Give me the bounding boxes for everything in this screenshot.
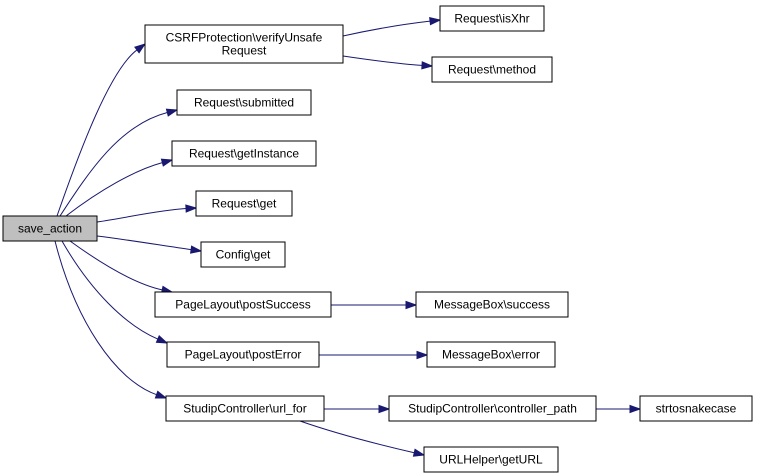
edge-arrowhead (165, 108, 179, 117)
node-mberror[interactable]: MessageBox\error (426, 341, 556, 368)
edge-line (342, 55, 423, 66)
node-box (171, 140, 317, 167)
edge-save_action-to-csrf (56, 43, 147, 217)
edge-arrowhead (185, 204, 198, 213)
edge-save_action-to-urlfor (54, 240, 168, 399)
edge-arrowhead (154, 390, 168, 399)
node-box (639, 395, 753, 422)
node-label: PageLayout\postSuccess (175, 298, 310, 312)
edge-posterror-to-mberror (319, 350, 429, 360)
node-label: Request\get (212, 197, 277, 211)
node-label: Request\isXhr (454, 12, 529, 26)
edge-arrowhead (429, 17, 442, 26)
node-box (165, 395, 325, 422)
edge-save_action-to-postsuccess (69, 240, 174, 294)
node-label: MessageBox\error (442, 348, 540, 362)
node-label: URLHelper\getURL (439, 453, 543, 467)
node-label: Request\submitted (194, 96, 294, 110)
node-geturl[interactable]: URLHelper\getURL (423, 446, 559, 473)
edge-arrowhead (378, 404, 391, 414)
edge-line (342, 20, 431, 37)
edge-line (69, 240, 163, 291)
node-label: StudipController\url_for (183, 402, 306, 416)
node-mbsuccess[interactable]: MessageBox\success (415, 291, 569, 318)
node-box (415, 291, 569, 318)
edge-arrowhead (134, 43, 147, 54)
node-box (423, 446, 559, 473)
edge-csrf-to-isxhr (342, 17, 442, 37)
node-configget[interactable]: Config\get (200, 241, 286, 268)
node-submitted[interactable]: Request\submitted (176, 89, 312, 116)
node-box (388, 395, 597, 422)
edge-arrowhead (421, 61, 434, 70)
edge-save_action-to-posterror (61, 240, 169, 344)
edge-line (299, 420, 415, 454)
edge-save_action-to-getinstance (65, 158, 174, 217)
node-label: MessageBox\success (434, 298, 550, 312)
node-ctrlpath[interactable]: StudipController\controller_path (388, 395, 597, 422)
edge-ctrlpath-to-snake (596, 404, 642, 414)
edge-arrowhead (405, 300, 418, 310)
node-label: Request\getInstance (189, 147, 299, 161)
node-label: Request (222, 44, 267, 58)
node-getinstance[interactable]: Request\getInstance (171, 140, 317, 167)
edge-urlfor-to-ctrlpath (324, 404, 391, 414)
node-box (195, 190, 293, 217)
edge-arrowhead (155, 334, 169, 344)
node-box (166, 341, 320, 368)
node-label: strtosnakecase (656, 402, 737, 416)
node-isxhr[interactable]: Request\isXhr (439, 5, 545, 32)
edge-line (96, 235, 192, 251)
node-posterror[interactable]: PageLayout\postError (166, 341, 320, 368)
edge-arrowhead (416, 350, 429, 360)
node-box (426, 341, 556, 368)
node-postsuccess[interactable]: PageLayout\postSuccess (154, 291, 332, 318)
node-label: CSRFProtection\verifyUnsafe (166, 31, 323, 45)
edge-line (96, 208, 187, 223)
node-label: save_action (18, 222, 82, 236)
node-box (144, 24, 344, 64)
node-box (439, 5, 545, 32)
node-reqget[interactable]: Request\get (195, 190, 293, 217)
edge-arrowhead (629, 404, 642, 414)
node-box (200, 241, 286, 268)
node-box (2, 215, 98, 242)
node-label: PageLayout\postError (185, 348, 302, 362)
edge-arrowhead (412, 448, 426, 457)
edge-line (65, 162, 163, 217)
node-box (176, 89, 312, 116)
edges-layer (54, 17, 642, 457)
edge-postsuccess-to-mbsuccess (331, 300, 418, 310)
edge-csrf-to-method (342, 55, 434, 70)
node-method[interactable]: Request\method (431, 56, 553, 83)
edge-line (59, 112, 168, 217)
node-save_action[interactable]: save_action (2, 215, 98, 242)
edge-line (61, 240, 159, 340)
nodes-layer: save_actionCSRFProtection\verifyUnsafeRe… (2, 5, 753, 473)
node-box (154, 291, 332, 318)
node-box (431, 56, 553, 83)
edge-save_action-to-configget (96, 235, 203, 254)
edge-save_action-to-submitted (59, 108, 179, 217)
node-snake[interactable]: strtosnakecase (639, 395, 753, 422)
edge-line (54, 240, 157, 396)
edge-save_action-to-reqget (96, 204, 198, 223)
edge-urlfor-to-geturl (299, 420, 426, 457)
node-label: Config\get (216, 248, 271, 262)
edge-line (56, 49, 138, 217)
edge-arrowhead (160, 158, 174, 167)
node-urlfor[interactable]: StudipController\url_for (165, 395, 325, 422)
edge-arrowhead (190, 245, 203, 254)
node-label: Request\method (448, 63, 536, 77)
node-label: StudipController\controller_path (408, 402, 577, 416)
